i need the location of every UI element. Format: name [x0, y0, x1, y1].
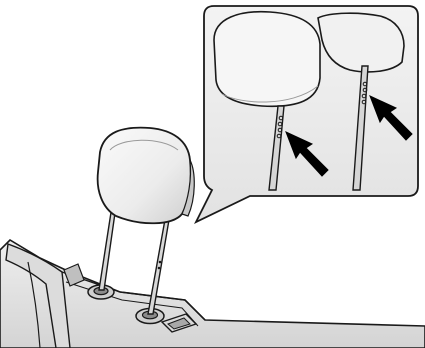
seat-back	[0, 240, 425, 348]
detail-inset	[196, 6, 418, 222]
headrest	[98, 128, 195, 224]
inset-headrest-left	[214, 12, 320, 107]
headrest-post-left	[99, 206, 116, 290]
